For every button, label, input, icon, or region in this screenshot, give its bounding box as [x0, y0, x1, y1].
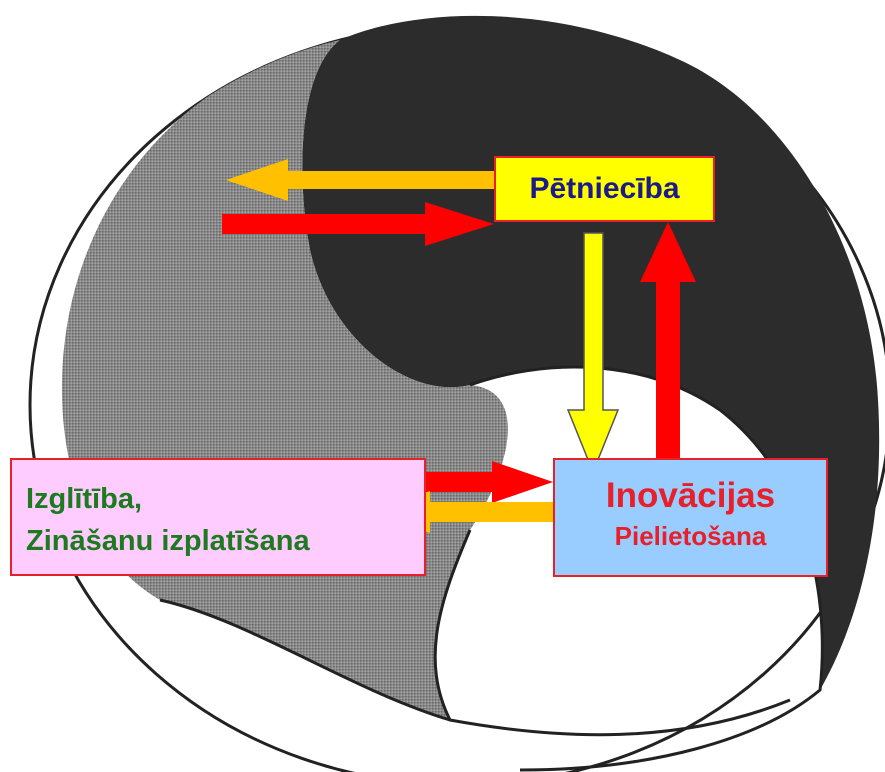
education-label-line2: Zināšanu izplatīšana	[26, 520, 424, 562]
innovation-label-line1: Inovācijas	[555, 474, 826, 518]
research-box: Pētniecība	[494, 156, 715, 222]
education-box: Izglītība, Zināšanu izplatīšana	[10, 458, 426, 576]
education-label-line1: Izglītība,	[26, 478, 424, 520]
innovation-label-line2: Pielietošana	[555, 518, 826, 554]
innovation-box: Inovācijas Pielietošana	[553, 458, 828, 577]
research-label: Pētniecība	[529, 172, 679, 206]
